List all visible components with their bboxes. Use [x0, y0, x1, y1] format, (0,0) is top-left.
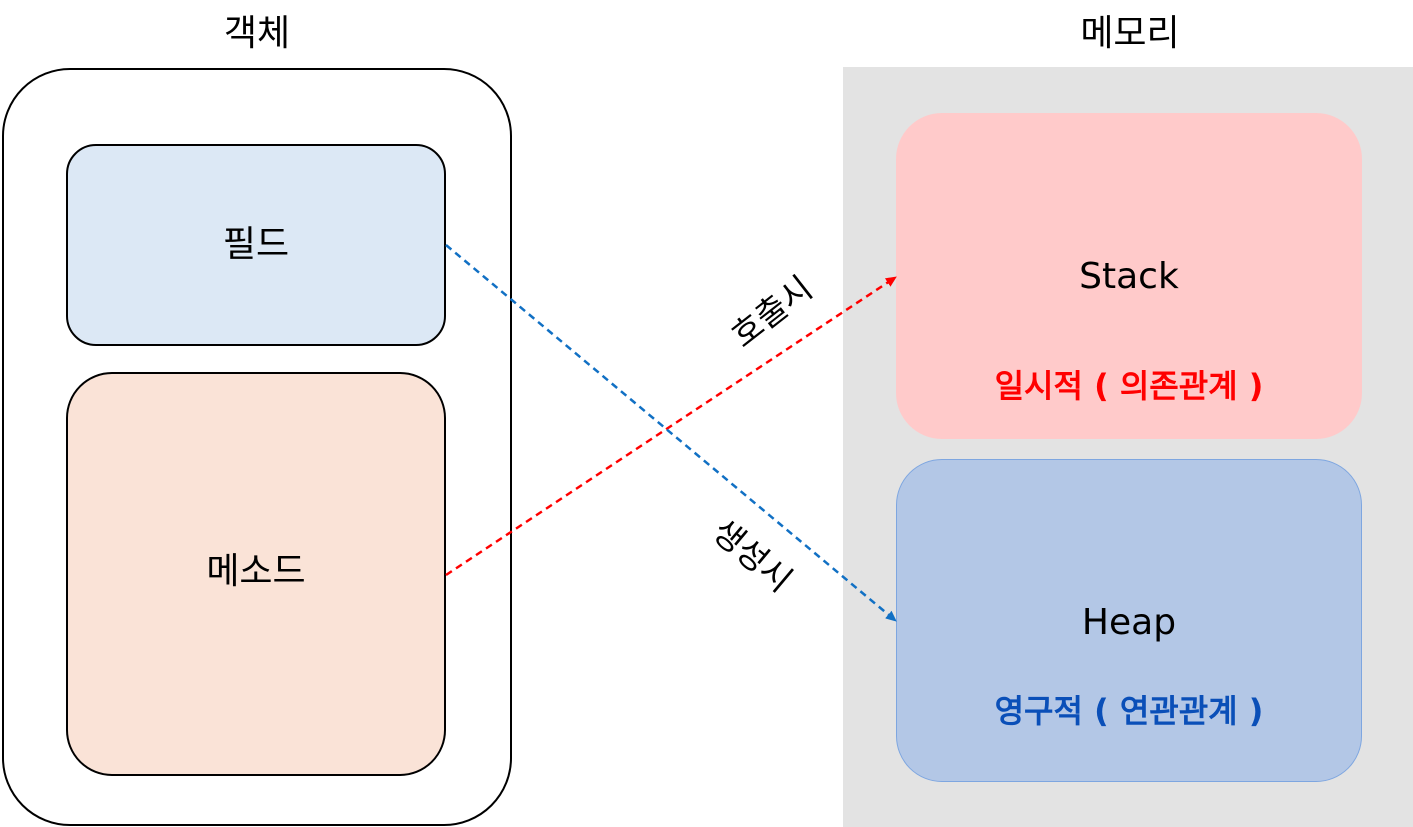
heap-box: Heap 영구적 ( 연관관계 ): [896, 459, 1362, 782]
field-to-heap-arrow: [445, 244, 897, 622]
memory-title: 메모리: [1080, 13, 1180, 54]
stack-description: 일시적 ( 의존관계 ): [994, 367, 1264, 405]
method-box: 메소드: [66, 372, 446, 776]
heap-label: Heap: [1081, 602, 1177, 643]
method-to-stack-arrow: [445, 275, 897, 577]
heap-description: 영구적 ( 연관관계 ): [994, 692, 1264, 730]
stack-box: Stack 일시적 ( 의존관계 ): [896, 113, 1362, 439]
field-label: 필드: [222, 224, 290, 265]
stack-label: Stack: [1079, 256, 1179, 297]
method-label: 메소드: [206, 551, 306, 592]
field-box: 필드: [66, 144, 446, 346]
object-title: 객체: [223, 13, 291, 54]
